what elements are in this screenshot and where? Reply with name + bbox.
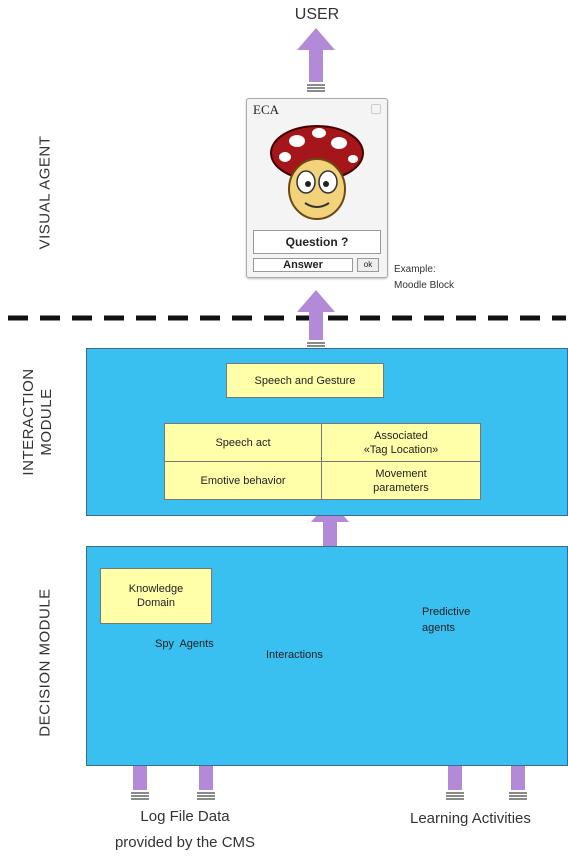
interaction-label-line: INTERACTION — [20, 368, 37, 476]
close-icon[interactable] — [371, 104, 381, 114]
arrow-to-visual-agent — [297, 290, 335, 340]
predictive-agents-label: Predictive agents — [422, 604, 470, 636]
parameters-line: parameters — [373, 481, 429, 494]
example-note-line: Moodle Block — [394, 280, 455, 291]
learning-activities-label: Learning Activities — [410, 810, 531, 827]
section-label-decision-module: DECISION MODULE — [36, 588, 54, 737]
associated-tag-box: Associated «Tag Location» — [321, 423, 481, 462]
spy-agents-label: Spy Agents — [155, 638, 214, 650]
log-file-data-label: Log File Data provided by the CMS — [90, 804, 280, 856]
answer-button[interactable]: Answer — [253, 258, 353, 272]
eca-window: ECA Question ? Answer ok — [246, 98, 388, 278]
section-label-visual-agent: VISUAL AGENT — [36, 135, 54, 250]
knowledge-domain-box: Knowledge Domain — [100, 568, 212, 624]
decision-module-panel — [86, 546, 568, 766]
arrow-to-user — [297, 28, 335, 82]
tag-location-line: «Tag Location» — [363, 443, 439, 456]
mushroom-avatar-icon — [270, 125, 364, 220]
interactions-label: Interactions — [266, 649, 323, 661]
section-label-interaction-module: INTERACTION MODULE — [20, 362, 56, 482]
ok-button[interactable]: ok — [357, 258, 379, 272]
log-file-line: Log File Data — [140, 808, 230, 825]
example-note: Example: Moodle Block — [394, 262, 454, 294]
provided-by-line: provided by the CMS — [114, 834, 256, 851]
associated-line: Associated — [374, 429, 428, 442]
domain-line: Domain — [137, 597, 175, 609]
agents-line: agents — [422, 622, 456, 634]
movement-line: Movement — [375, 467, 427, 480]
movement-parameters-box: Movement parameters — [321, 461, 481, 500]
user-label: USER — [294, 6, 340, 23]
question-button[interactable]: Question ? — [253, 230, 381, 254]
example-note-line: Example: — [394, 264, 436, 275]
speech-act-box: Speech act — [164, 423, 322, 462]
interaction-label-line: MODULE — [38, 388, 55, 456]
eca-window-title: ECA — [253, 102, 279, 117]
knowledge-line: Knowledge — [128, 583, 184, 595]
predictive-line: Predictive — [422, 606, 471, 618]
emotive-behavior-box: Emotive behavior — [164, 461, 322, 500]
speech-gesture-box: Speech and Gesture — [226, 363, 384, 398]
